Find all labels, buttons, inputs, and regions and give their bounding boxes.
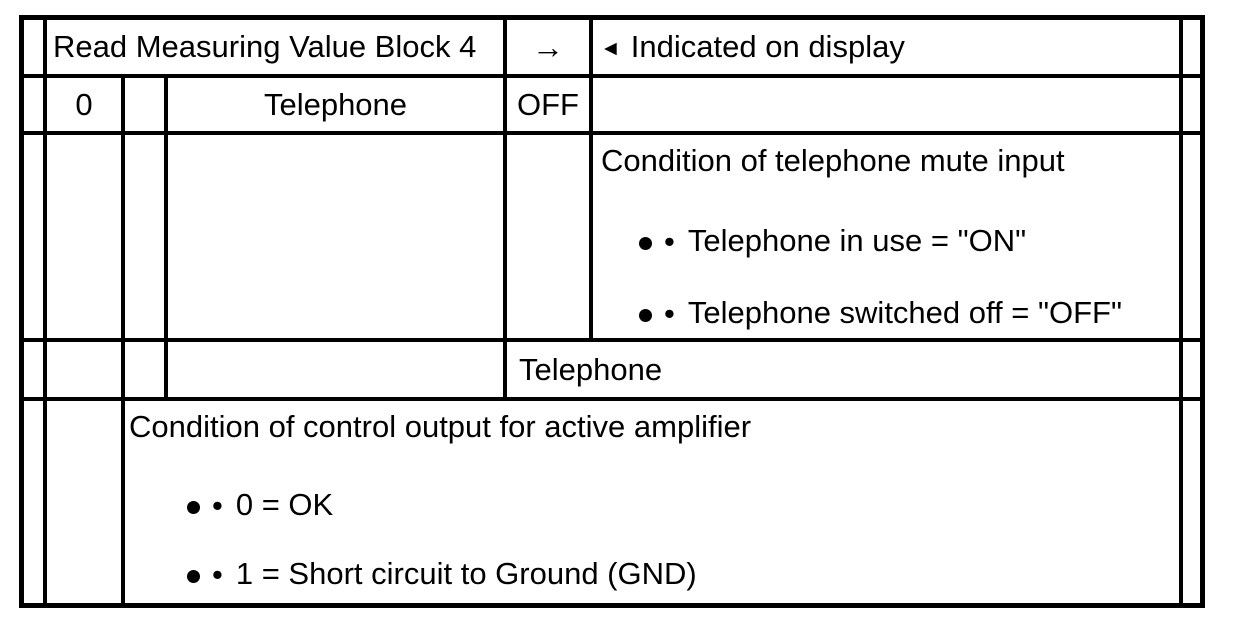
left-triangle-icon: ◄ xyxy=(600,36,621,60)
empty-cell xyxy=(47,135,121,338)
empty-cell xyxy=(168,135,503,338)
field-name-cell: Telephone xyxy=(168,78,503,131)
empty-cell xyxy=(47,401,121,603)
list-item: • 1 = Short circuit to Ground (GND) xyxy=(187,556,1179,592)
bullet-icon xyxy=(639,308,652,322)
mute-note-heading: Condition of telephone mute input xyxy=(601,143,1065,178)
amplifier-output-note: Condition of control output for active a… xyxy=(125,401,1179,603)
list-item: • 0 = OK xyxy=(187,487,1179,523)
empty-cell xyxy=(1183,401,1200,603)
dot-icon: • xyxy=(212,487,223,523)
empty-cell xyxy=(168,342,503,397)
empty-cell xyxy=(24,20,43,74)
mute-note-bullet-text: Telephone in use = "ON" xyxy=(687,223,1027,258)
empty-cell xyxy=(24,401,43,603)
empty-cell xyxy=(125,342,164,397)
empty-cell xyxy=(1183,342,1200,397)
measuring-value-block-table: Read Measuring Value Block 4 → ◄ Indicat… xyxy=(19,15,1205,608)
indicated-on-display-cell: ◄ Indicated on display xyxy=(593,20,1179,74)
amplifier-note-heading: Condition of control output for active a… xyxy=(129,409,752,444)
empty-cell xyxy=(47,342,121,397)
amplifier-note-bullet-text: 0 = OK xyxy=(235,487,334,522)
bullet-icon xyxy=(187,569,200,583)
empty-cell xyxy=(24,78,43,131)
signal-label-cell: Telephone xyxy=(507,342,1179,397)
bullet-icon xyxy=(187,500,200,514)
dot-icon: • xyxy=(664,295,675,331)
empty-cell xyxy=(1183,135,1200,338)
empty-cell xyxy=(24,342,43,397)
amplifier-note-bullet-text: 1 = Short circuit to Ground (GND) xyxy=(235,556,697,591)
indicated-on-display-label: Indicated on display xyxy=(630,29,905,64)
field-value-cell: OFF xyxy=(507,78,589,131)
right-arrow-icon: → xyxy=(507,20,589,74)
empty-cell xyxy=(125,78,164,131)
table-title: Read Measuring Value Block 4 xyxy=(47,20,503,74)
empty-cell xyxy=(1183,78,1200,131)
empty-cell xyxy=(593,78,1179,131)
block-index-cell: 0 xyxy=(47,78,121,131)
empty-cell xyxy=(24,135,43,338)
mute-note-bullet-text: Telephone switched off = "OFF" xyxy=(687,295,1122,330)
dot-icon: • xyxy=(212,556,223,592)
empty-cell xyxy=(1183,20,1200,74)
list-item: • Telephone in use = "ON" xyxy=(639,223,1179,259)
list-item: • Telephone switched off = "OFF" xyxy=(639,295,1179,331)
empty-cell xyxy=(125,135,164,338)
empty-cell xyxy=(507,135,589,338)
bullet-icon xyxy=(639,236,652,250)
dot-icon: • xyxy=(664,223,675,259)
telephone-mute-note: Condition of telephone mute input • Tele… xyxy=(593,135,1179,338)
